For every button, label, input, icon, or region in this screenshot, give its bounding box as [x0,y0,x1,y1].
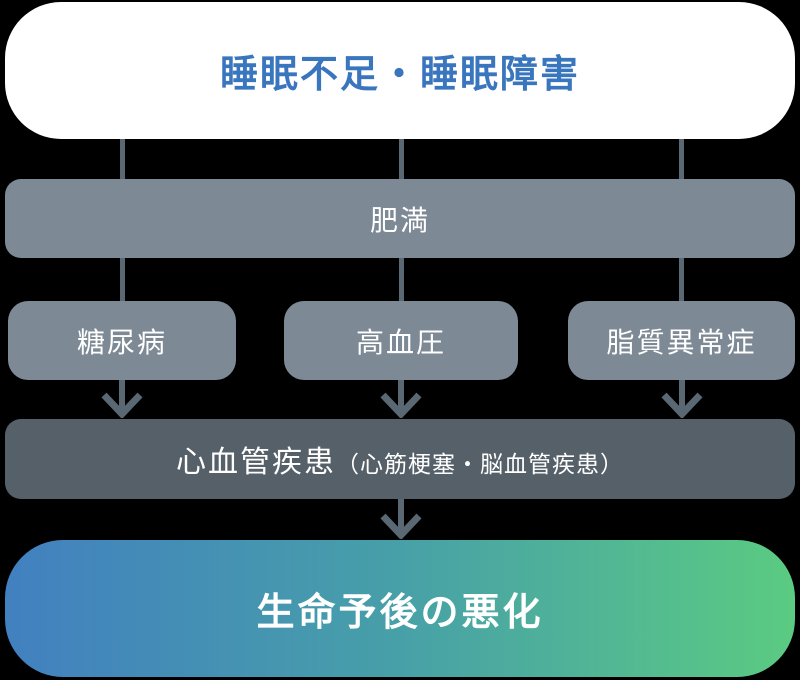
node-hypertension-label: 高血圧 [355,325,446,359]
arrow-down-icon [660,380,704,418]
node-diabetes-label: 糖尿病 [76,325,167,359]
arrow-down-icon [379,499,423,539]
connector-line [399,258,404,301]
node-cardiovascular-disease-label: 心血管疾患 （心筋梗塞・脳血管疾患） [176,437,624,481]
connector-line [120,139,125,179]
node-sleep-deprivation-label: 睡眠不足・睡眠障害 [219,52,580,96]
connector-line [399,139,404,179]
connector-line [120,258,125,301]
node-dyslipidemia-label: 脂質異常症 [606,325,757,359]
cvd-sub-text: （心筋梗塞・脳血管疾患） [336,452,624,478]
arrow-down-icon [379,380,423,418]
connector-line [679,258,684,301]
node-diabetes: 糖尿病 [8,301,236,380]
node-obesity-label: 肥満 [369,203,430,237]
connector-line [679,139,684,179]
cvd-main-text: 心血管疾患 [176,445,336,480]
node-hypertension: 高血圧 [284,301,518,380]
node-obesity: 肥満 [5,179,795,258]
node-dyslipidemia: 脂質異常症 [568,301,795,380]
node-prognosis-worsening: 生命予後の悪化 [5,540,795,677]
node-cardiovascular-disease: 心血管疾患 （心筋梗塞・脳血管疾患） [5,419,795,499]
node-prognosis-worsening-label: 生命予後の悪化 [256,590,544,634]
node-sleep-deprivation: 睡眠不足・睡眠障害 [5,2,795,139]
arrow-down-icon [100,380,144,418]
